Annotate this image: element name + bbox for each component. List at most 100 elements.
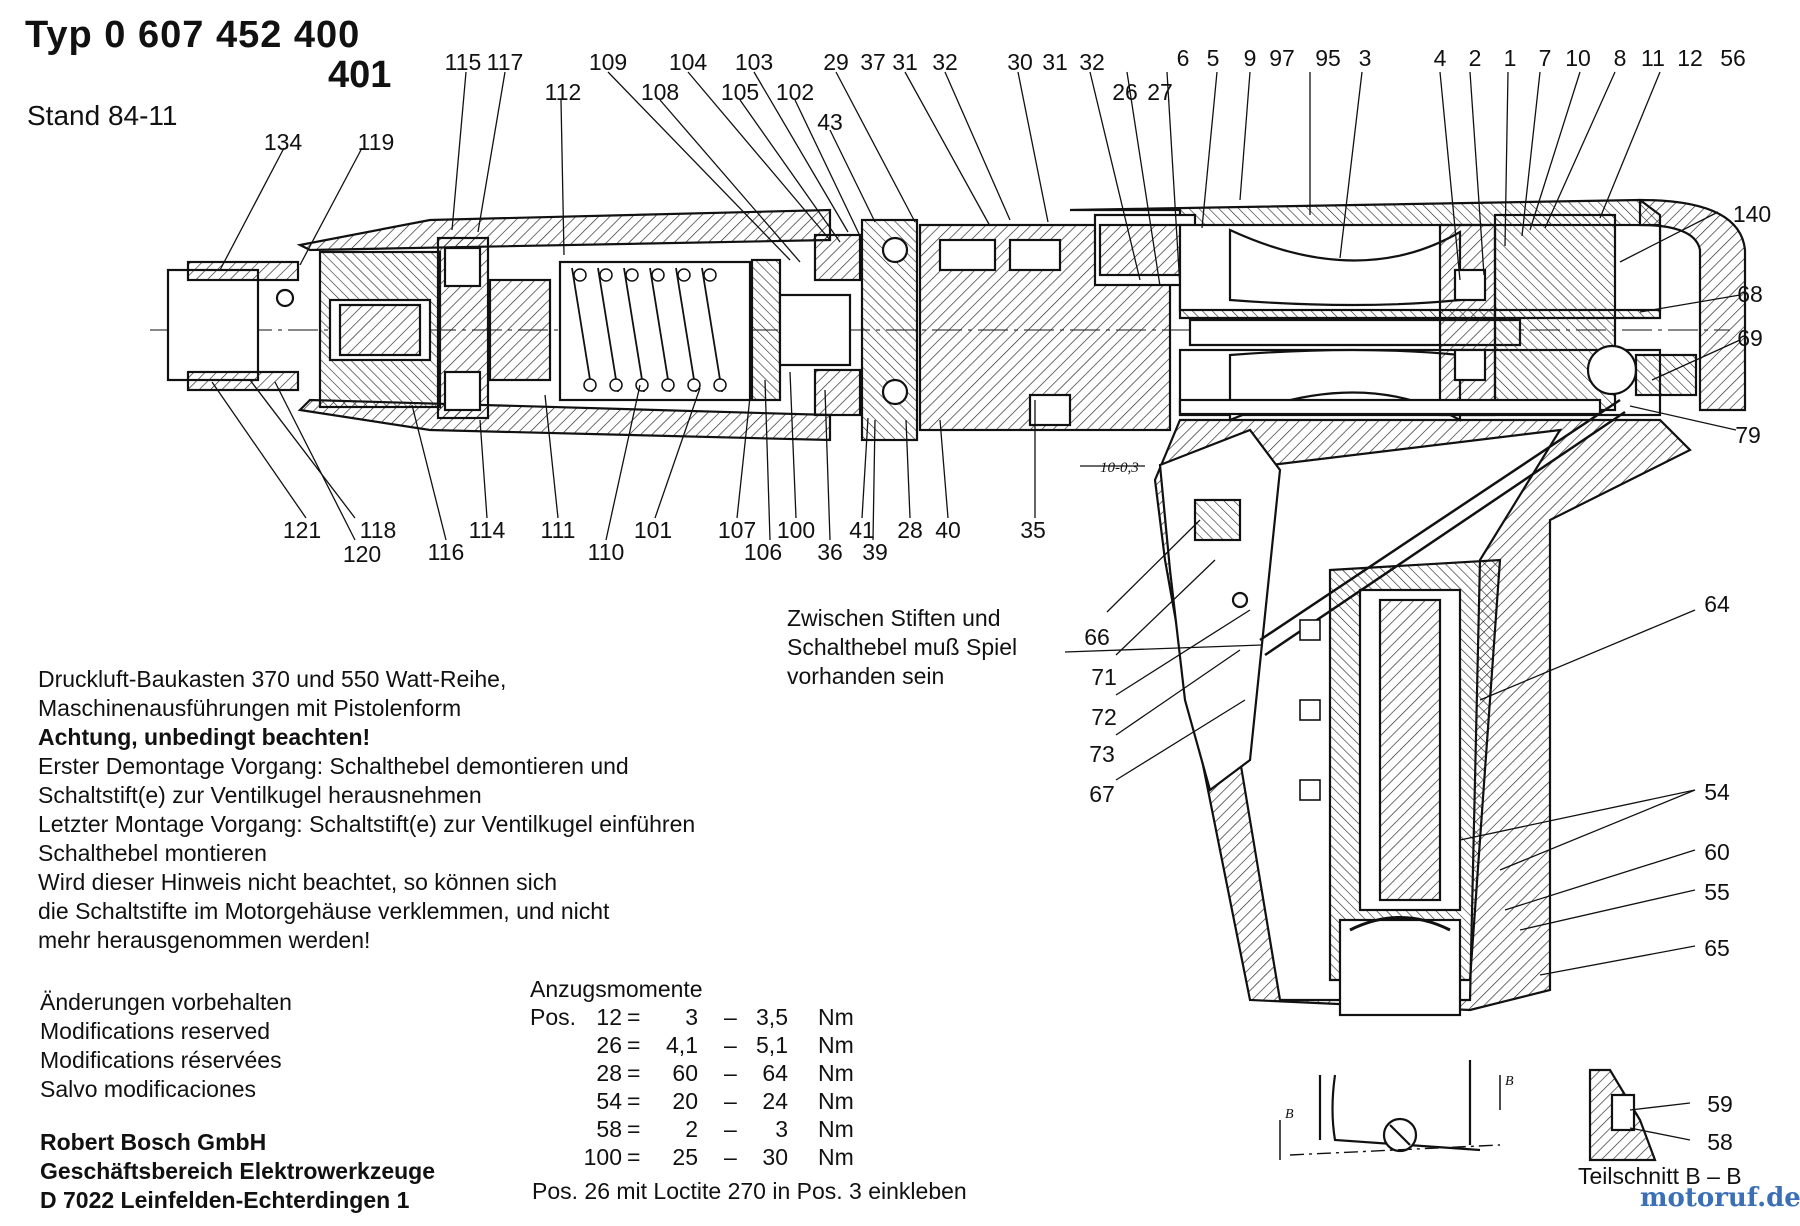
callout: 31 bbox=[1042, 49, 1068, 75]
warning-line: die Schaltstifte im Motorgehäuse verklem… bbox=[38, 898, 610, 924]
modification-line: Modifications réservées bbox=[40, 1047, 282, 1073]
callout: 39 bbox=[862, 539, 888, 565]
callout: 72 bbox=[1091, 704, 1117, 730]
company-line: Robert Bosch GmbH bbox=[40, 1129, 267, 1155]
torque-to: 5,1 bbox=[756, 1032, 788, 1058]
callout: 30 bbox=[1007, 49, 1033, 75]
callout: 103 bbox=[735, 49, 773, 75]
torque-unit: Nm bbox=[818, 1004, 854, 1030]
callout: 7 bbox=[1539, 45, 1552, 71]
warning-line: Erster Demontage Vorgang: Schalthebel de… bbox=[38, 753, 629, 779]
torque-pos: 12 bbox=[596, 1004, 622, 1030]
warning-line: Schalthebel montieren bbox=[38, 840, 267, 866]
callout: 3 bbox=[1359, 45, 1372, 71]
callout: 29 bbox=[823, 49, 849, 75]
callout: 64 bbox=[1704, 591, 1730, 617]
callout: 40 bbox=[935, 517, 961, 543]
callout: 107 bbox=[718, 517, 756, 543]
callout: 105 bbox=[721, 79, 759, 105]
torque-dash: – bbox=[724, 1060, 737, 1086]
torque-unit: Nm bbox=[818, 1088, 854, 1114]
watermark: motoruf.de bbox=[1640, 1183, 1800, 1213]
callout: 114 bbox=[469, 517, 506, 543]
callout: 97 bbox=[1269, 45, 1295, 71]
callout: 140 bbox=[1733, 201, 1771, 227]
callout: 6 bbox=[1177, 45, 1190, 71]
callout: 118 bbox=[360, 517, 397, 543]
torque-dash: – bbox=[724, 1144, 737, 1170]
torque-equals: = bbox=[627, 1060, 641, 1086]
callout: 68 bbox=[1737, 281, 1763, 307]
description-line: Maschinenausführungen mit Pistolenform bbox=[38, 695, 462, 721]
modification-line: Modifications reserved bbox=[40, 1018, 271, 1044]
torque-from: 4,1 bbox=[666, 1032, 698, 1058]
callout: 41 bbox=[849, 517, 875, 543]
modification-line: Änderungen vorbehalten bbox=[40, 989, 292, 1015]
torque-footnote: Pos. 26 mit Loctite 270 in Pos. 3 einkle… bbox=[532, 1178, 967, 1204]
description-block: Druckluft-Baukasten 370 und 550 Watt-Rei… bbox=[38, 665, 695, 955]
callout: 66 bbox=[1084, 624, 1110, 650]
callout: 106 bbox=[744, 539, 782, 565]
callout: 54 bbox=[1704, 779, 1730, 805]
play-note-line: Zwischen Stiften und bbox=[787, 605, 1001, 631]
type-number-heading: Typ 0 607 452 400 bbox=[25, 14, 361, 56]
callout: 119 bbox=[358, 129, 395, 155]
callout: 26 bbox=[1112, 79, 1138, 105]
torque-from: 3 bbox=[685, 1004, 698, 1030]
warning-line: Wird dieser Hinweis nicht beachtet, so k… bbox=[38, 869, 558, 895]
torque-equals: = bbox=[627, 1144, 641, 1170]
callout: 102 bbox=[776, 79, 814, 105]
revision-stand: Stand 84-11 bbox=[27, 100, 178, 131]
callout: 4 bbox=[1434, 45, 1447, 71]
torque-pos: 54 bbox=[596, 1088, 622, 1114]
section-markers: B B bbox=[1285, 1074, 1514, 1122]
callout: 109 bbox=[589, 49, 627, 75]
torque-equals: = bbox=[627, 1032, 641, 1058]
torque-dash: – bbox=[724, 1032, 737, 1058]
callout: 5 bbox=[1207, 45, 1220, 71]
torque-to: 30 bbox=[762, 1144, 788, 1170]
callout: 108 bbox=[641, 79, 679, 105]
callout: 120 bbox=[343, 541, 381, 567]
callout-labels: 115 117 112 109 104 103 108 105 102 43 2… bbox=[264, 45, 1771, 1155]
callout: 110 bbox=[588, 539, 625, 565]
callout: 35 bbox=[1020, 517, 1046, 543]
callout-leader-lines bbox=[211, 71, 1741, 1141]
torque-equals: = bbox=[627, 1088, 641, 1114]
torque-dash: – bbox=[724, 1004, 737, 1030]
callout: 58 bbox=[1707, 1129, 1733, 1155]
torque-to: 24 bbox=[762, 1088, 788, 1114]
callout: 1 bbox=[1504, 45, 1517, 71]
callout: 11 bbox=[1641, 45, 1665, 71]
play-note-line: Schalthebel muß Spiel bbox=[787, 634, 1018, 660]
torque-from: 60 bbox=[672, 1060, 698, 1086]
callout: 32 bbox=[932, 49, 958, 75]
callout: 71 bbox=[1091, 664, 1117, 690]
torque-from: 2 bbox=[685, 1116, 698, 1142]
torque-pos: 100 bbox=[583, 1144, 622, 1170]
callout: 134 bbox=[264, 129, 303, 155]
torque-from: 25 bbox=[672, 1144, 698, 1170]
torque-to: 3,5 bbox=[756, 1004, 788, 1030]
company-line: Geschäftsbereich Elektrowerkzeuge bbox=[40, 1158, 435, 1184]
callout: 65 bbox=[1704, 935, 1730, 961]
callout: 59 bbox=[1707, 1091, 1733, 1117]
modifications-block: Änderungen vorbehalten Modifications res… bbox=[40, 988, 292, 1104]
torque-dash: – bbox=[724, 1116, 737, 1142]
callout: 95 bbox=[1315, 45, 1341, 71]
torque-from: 20 bbox=[672, 1088, 698, 1114]
callout: 111 bbox=[541, 517, 576, 543]
callout: 112 bbox=[545, 79, 582, 105]
play-note-line: vorhanden sein bbox=[787, 663, 945, 689]
torque-pos-label: Pos. bbox=[530, 1004, 577, 1030]
callout: 12 bbox=[1677, 45, 1703, 71]
callout: 115 bbox=[445, 49, 482, 75]
callout: 9 bbox=[1244, 45, 1257, 71]
